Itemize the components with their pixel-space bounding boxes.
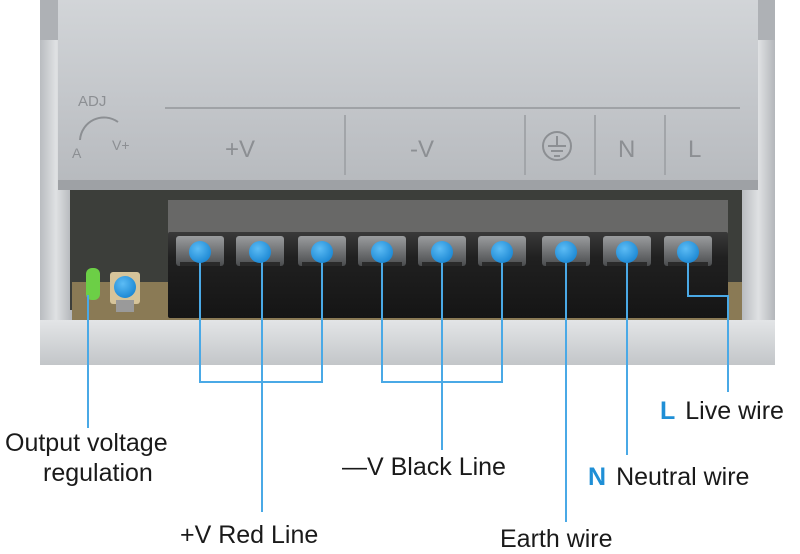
live-text: Live wire bbox=[685, 397, 784, 425]
adj-text: ADJ bbox=[78, 93, 106, 110]
potentiometer-dot bbox=[114, 276, 136, 298]
neutral-letter: N bbox=[588, 463, 607, 491]
terminal-dot-earth bbox=[555, 241, 577, 263]
label-live-wire: L Live wire bbox=[660, 396, 784, 426]
label-neutral-wire: N Neutral wire bbox=[588, 462, 749, 492]
label-plus-v-red-line: +V Red Line bbox=[180, 521, 319, 549]
adj-vplus-text: V+ bbox=[112, 137, 130, 153]
terminal-dot-minus-v-3 bbox=[491, 241, 513, 263]
adj-a-text: A bbox=[72, 145, 82, 161]
neutral-text: Neutral wire bbox=[616, 463, 750, 491]
adj-arc-icon bbox=[79, 116, 119, 141]
label-earth-wire: Earth wire bbox=[500, 525, 613, 553]
panel-n: N bbox=[618, 136, 635, 163]
ground-symbol-icon bbox=[542, 131, 572, 161]
adj-marking: ADJ A V+ bbox=[72, 93, 130, 161]
housing-top-cover bbox=[58, 0, 758, 190]
label-output-voltage-line1: Output voltage bbox=[5, 429, 168, 457]
terminal-dot-plus-v-2 bbox=[249, 241, 271, 263]
leader-lines bbox=[87, 252, 729, 522]
label-output-voltage-line2: regulation bbox=[43, 459, 153, 487]
led-indicator bbox=[86, 268, 100, 300]
housing-base bbox=[40, 320, 775, 365]
top-cover-lip bbox=[58, 180, 758, 190]
panel-plus-v: +V bbox=[225, 136, 255, 163]
terminal-block-cover bbox=[168, 200, 728, 236]
terminal-dot-plus-v-1 bbox=[189, 241, 211, 263]
terminal-screws bbox=[176, 236, 712, 266]
terminal-dot-live bbox=[677, 241, 699, 263]
label-output-voltage: Output voltage regulation bbox=[5, 428, 168, 488]
live-letter: L bbox=[660, 397, 676, 425]
terminal-dots bbox=[114, 241, 699, 298]
terminal-dot-minus-v-1 bbox=[371, 241, 393, 263]
terminal-dot-minus-v-2 bbox=[431, 241, 453, 263]
terminal-dot-plus-v-3 bbox=[311, 241, 333, 263]
terminal-dot-neutral bbox=[616, 241, 638, 263]
panel-l: L bbox=[688, 136, 701, 163]
label-minus-v-black-line: —V Black Line bbox=[342, 453, 506, 481]
leader-line-live bbox=[687, 252, 729, 392]
panel-minus-v: -V bbox=[410, 136, 434, 163]
